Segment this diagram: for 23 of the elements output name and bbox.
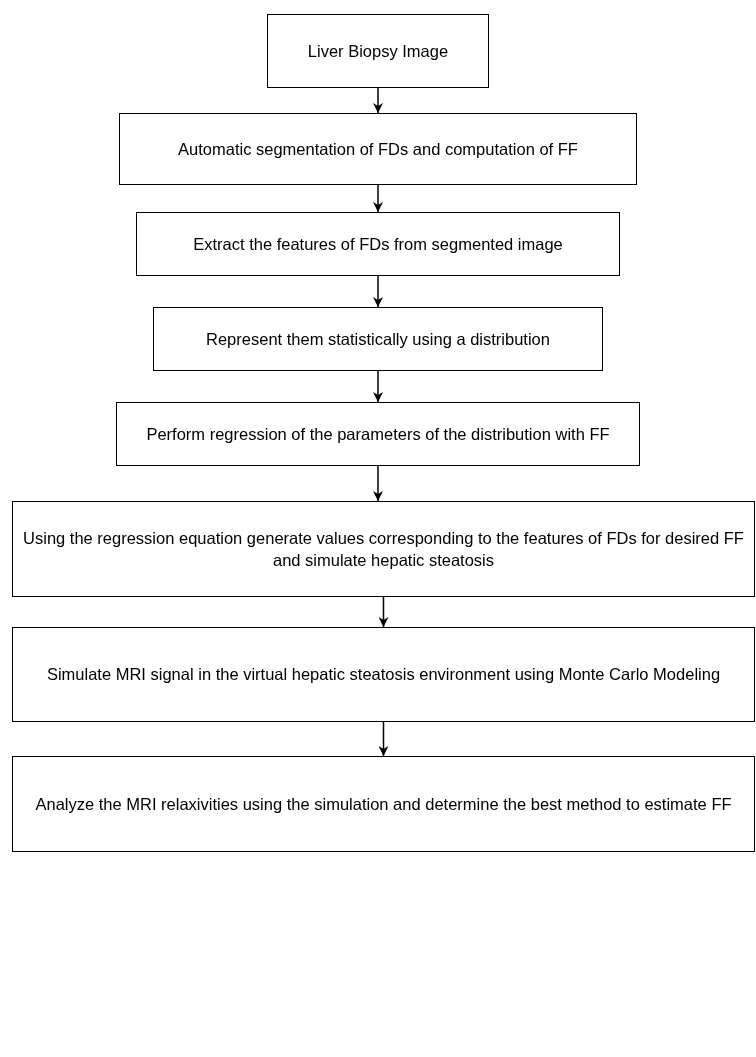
step-text: Represent them statistically using a distribution	[206, 328, 550, 350]
arrow	[378, 721, 389, 757]
process-box	[267, 14, 489, 88]
arrow	[373, 87, 383, 114]
arrow	[373, 370, 383, 403]
process-box	[12, 756, 755, 852]
process-box	[12, 501, 755, 597]
step-text: Automatic segmentation of FDs and computation of FF	[178, 138, 578, 160]
step-text: Simulate MRI signal in the virtual hepatic steatosis environment using Monte Carlo Modeling	[46, 664, 721, 686]
process-box	[153, 307, 603, 371]
step-text: Using the regression equation generate values corresponding to the features of FDs for desired FF and simulate hepatic steatosis	[22, 527, 745, 571]
arrow	[373, 275, 383, 308]
process-box	[136, 212, 620, 276]
process-box	[116, 402, 640, 466]
process-box	[119, 113, 637, 185]
step-text: Liver Biopsy Image	[307, 40, 449, 62]
step-text: Extract the features of FDs from segmented image	[193, 233, 563, 255]
arrow	[378, 596, 389, 628]
step-text: Perform regression of the parameters of the distribution with FF	[146, 423, 610, 445]
step-text: Analyze the MRI relaxivities using the simulation and determine the best method to estimate FF	[35, 793, 732, 815]
process-box	[12, 627, 755, 722]
arrow	[373, 465, 383, 502]
arrow	[373, 184, 383, 213]
